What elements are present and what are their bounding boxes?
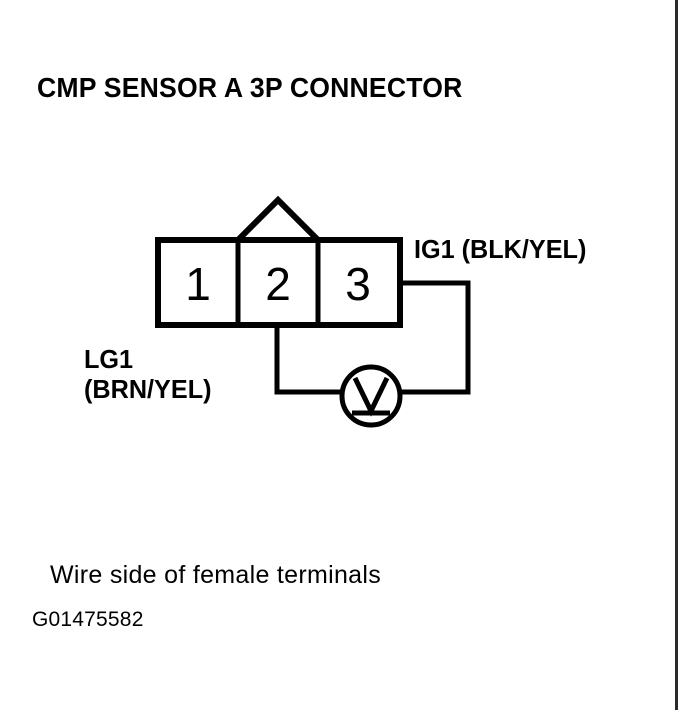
connector-outline xyxy=(155,195,403,328)
wire-path-pin3 xyxy=(400,280,471,395)
voltmeter-symbol xyxy=(339,364,403,428)
wire-lg1-pin2 xyxy=(274,325,342,395)
wire-path-pin2 xyxy=(274,325,342,395)
page-title: CMP SENSOR A 3P CONNECTOR xyxy=(37,72,463,103)
label-lg1-line1: LG1 xyxy=(84,344,134,374)
label-ig1: IG1 (BLK/YEL) xyxy=(414,234,587,264)
connector-box xyxy=(155,237,403,328)
label-lg1-line2: (BRN/YEL) xyxy=(84,374,212,404)
wire-ig1-pin3 xyxy=(400,280,471,395)
connector-keyway-peak xyxy=(235,195,321,243)
label-lg1: LG1 (BRN/YEL) xyxy=(84,344,211,404)
pin-number-2: 2 xyxy=(265,258,291,310)
page-edge-rule xyxy=(675,0,678,710)
pin-number-1: 1 xyxy=(185,258,211,310)
pin-number-3: 3 xyxy=(345,258,371,310)
diagram-caption: Wire side of female terminals xyxy=(50,561,382,589)
figure-id: G01475582 xyxy=(32,608,144,631)
